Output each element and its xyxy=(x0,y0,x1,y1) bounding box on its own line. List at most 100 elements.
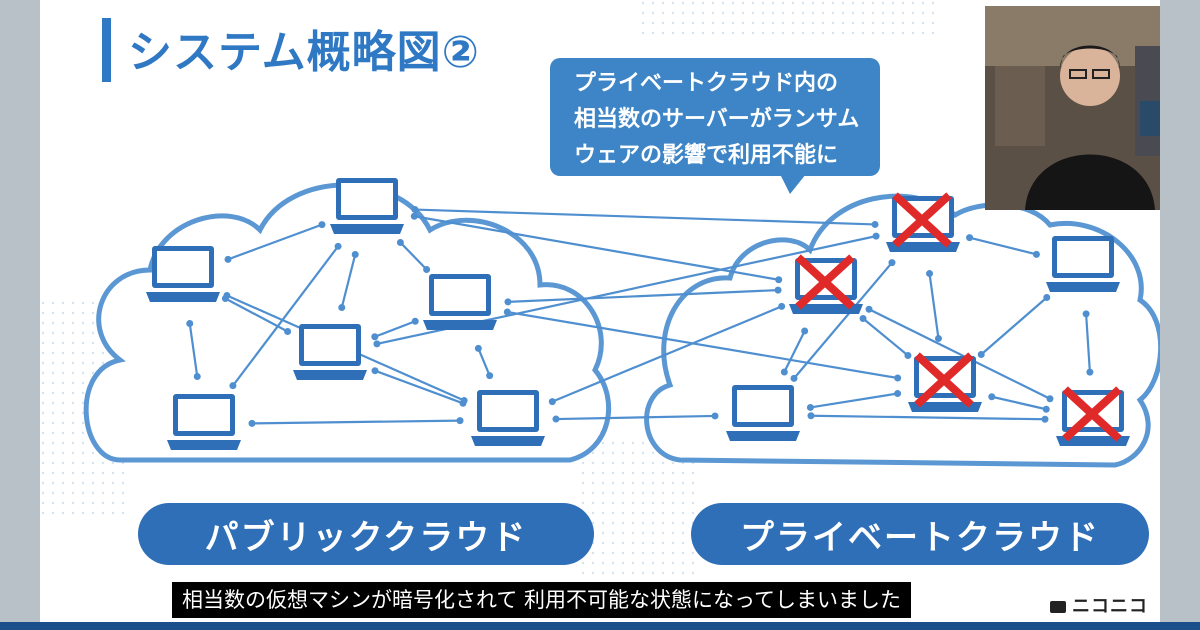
connection-endpoint xyxy=(474,344,482,352)
callout-tail xyxy=(780,174,806,194)
connection-line xyxy=(783,330,806,373)
connection-endpoint xyxy=(934,334,942,342)
connection-endpoint xyxy=(229,382,237,390)
connection-endpoint xyxy=(775,276,783,284)
connection-endpoint xyxy=(988,393,996,401)
connection-lines xyxy=(188,208,1091,425)
connection-endpoint xyxy=(778,302,786,310)
connection-line xyxy=(224,297,289,333)
connection-line xyxy=(340,254,357,308)
connection-endpoint xyxy=(371,333,379,341)
connection-endpoint xyxy=(1082,310,1090,318)
dot-texture-bottom xyxy=(580,440,700,580)
connection-endpoint xyxy=(807,412,815,420)
network-diagram xyxy=(40,0,1160,580)
connection-line xyxy=(810,392,898,409)
connection-endpoint xyxy=(411,317,419,325)
connection-endpoint xyxy=(411,206,419,214)
connection-endpoint xyxy=(338,303,346,311)
connection-endpoint xyxy=(790,374,798,382)
connection-endpoint xyxy=(894,374,902,382)
connection-endpoint xyxy=(780,368,788,376)
disabled-cross-icon xyxy=(795,254,855,310)
connection-endpoint xyxy=(423,266,431,274)
connection-endpoint xyxy=(410,212,418,220)
logo-text: ニコニコ xyxy=(1072,596,1148,617)
connection-endpoint xyxy=(871,220,879,228)
title-accent-bar xyxy=(102,18,111,82)
connection-endpoint xyxy=(186,320,194,328)
connection-line xyxy=(374,369,464,405)
right-letterbox xyxy=(1160,0,1200,630)
left-letterbox xyxy=(0,0,40,630)
laptop-private-center-icon xyxy=(908,352,982,412)
connection-line xyxy=(969,236,1037,256)
callout-line-3: ウェアの影響で利用不能に xyxy=(574,143,839,168)
connection-endpoint xyxy=(334,242,342,250)
connection-endpoint xyxy=(456,417,464,425)
connection-endpoint xyxy=(193,372,201,380)
connection-line xyxy=(862,317,909,357)
connection-line xyxy=(507,310,898,380)
laptop-nodes xyxy=(146,178,1130,450)
private-cloud-label: プライベートクラウド xyxy=(691,503,1149,565)
connection-endpoint xyxy=(486,372,494,380)
connection-endpoint xyxy=(552,415,560,423)
connection-line xyxy=(251,419,461,425)
connection-line xyxy=(868,308,1051,400)
connection-endpoint xyxy=(284,328,292,336)
laptop-private-bottom-right-icon xyxy=(1056,386,1130,446)
connection-endpoint xyxy=(1042,405,1050,413)
connection-line xyxy=(374,320,416,338)
connection-endpoint xyxy=(966,234,974,242)
bottom-bar xyxy=(0,622,1200,630)
laptop-private-left-icon xyxy=(789,254,863,314)
presenter-video xyxy=(985,6,1160,210)
connection-endpoints xyxy=(186,206,1094,427)
connection-endpoint xyxy=(373,340,381,348)
callout-line-1: プライベートクラウド内の xyxy=(574,71,839,96)
connection-endpoint xyxy=(801,327,809,335)
connection-endpoint xyxy=(872,232,880,240)
connection-endpoint xyxy=(865,305,873,313)
connection-line xyxy=(227,223,323,261)
presenter-image xyxy=(985,6,1160,210)
connection-endpoint xyxy=(351,251,359,259)
connection-endpoint xyxy=(1086,368,1094,376)
connection-endpoint xyxy=(460,397,468,405)
connection-endpoint xyxy=(318,221,326,229)
dot-texture-top-right xyxy=(640,0,940,40)
laptop-private-bottom-left-icon xyxy=(726,385,800,441)
connection-endpoint xyxy=(248,419,256,427)
connection-line xyxy=(507,288,779,304)
connection-endpoint xyxy=(1041,415,1049,423)
disabled-cross-icon xyxy=(1062,386,1122,442)
slide: システム概略図② xyxy=(40,0,1160,630)
connection-line xyxy=(1085,313,1091,373)
laptop-private-top-icon xyxy=(886,192,960,252)
connection-endpoint xyxy=(224,255,232,263)
connection-endpoint xyxy=(371,367,379,375)
disabled-cross-icon xyxy=(914,352,974,408)
niconico-logo: ニコニコ xyxy=(1050,592,1148,618)
laptop-public-center-icon xyxy=(293,324,367,380)
tv-icon xyxy=(1050,601,1066,613)
laptop-public-mid-right-icon xyxy=(423,274,497,330)
laptop-public-bottom-right-icon xyxy=(471,390,545,446)
connection-endpoint xyxy=(1043,293,1051,301)
connection-endpoint xyxy=(711,412,719,420)
connection-line xyxy=(980,296,1048,356)
connection-line xyxy=(555,414,716,421)
connection-endpoint xyxy=(396,238,404,246)
laptop-public-top-icon xyxy=(330,178,404,234)
connection-line xyxy=(232,245,339,387)
connection-endpoint xyxy=(926,270,934,278)
connection-endpoint xyxy=(504,298,512,306)
connection-endpoint xyxy=(977,351,985,359)
connection-endpoint xyxy=(894,390,902,398)
connection-endpoint xyxy=(859,315,867,323)
connection-line xyxy=(810,414,1046,421)
connection-endpoint xyxy=(223,291,231,299)
connection-line xyxy=(991,395,1047,411)
connection-endpoint xyxy=(904,351,912,359)
